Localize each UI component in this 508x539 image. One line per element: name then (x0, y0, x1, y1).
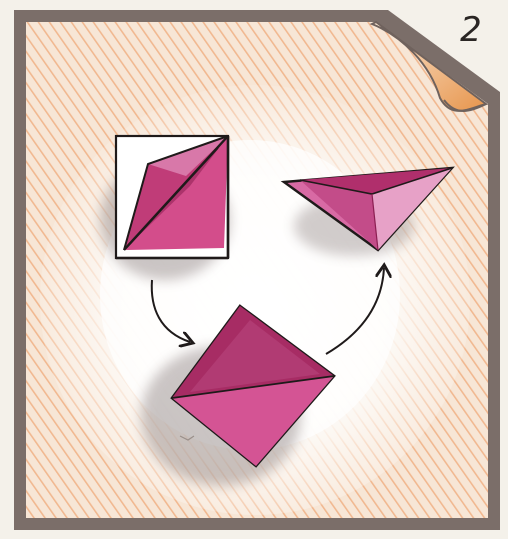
step-number: 2 (448, 10, 494, 50)
folded-square-figure (100, 136, 230, 280)
